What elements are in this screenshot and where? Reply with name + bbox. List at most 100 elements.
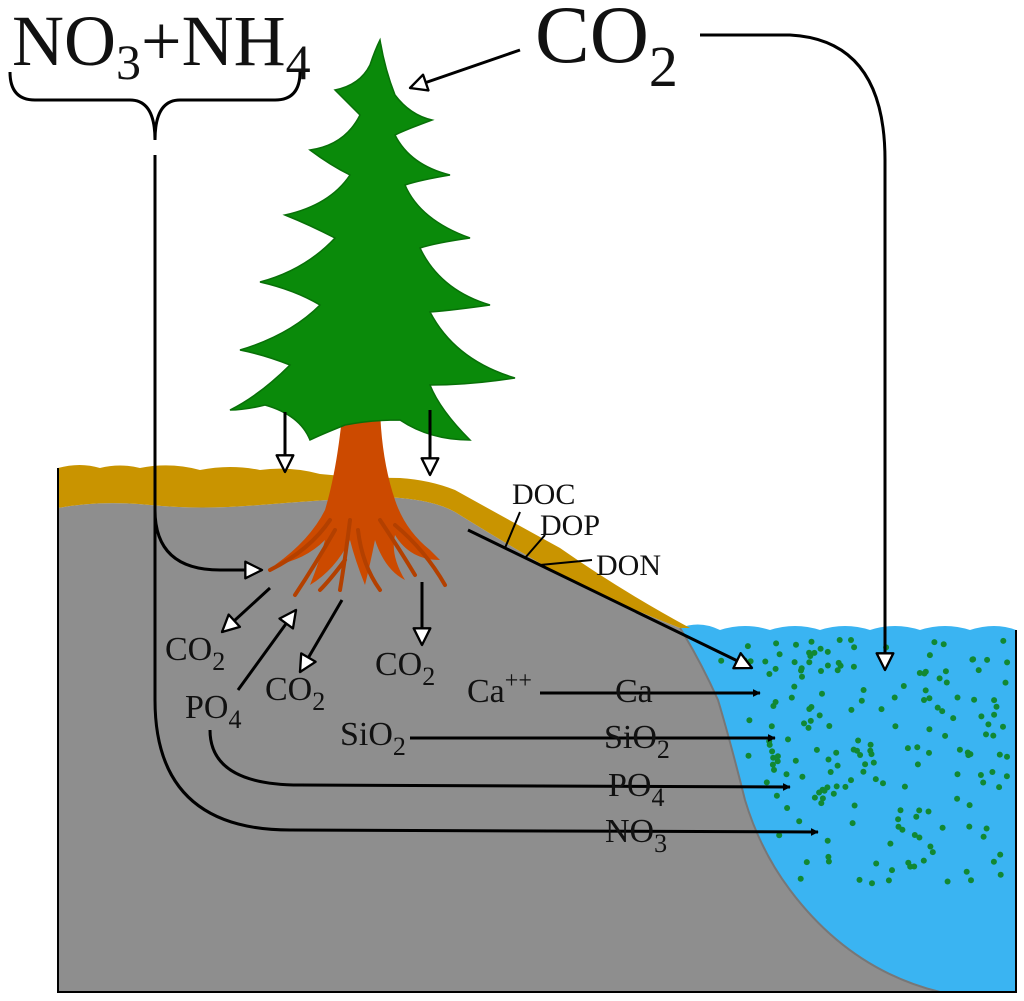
root-co2-label-3: CO2 <box>375 646 435 691</box>
soil-water-boundary <box>679 627 941 993</box>
water-particle <box>897 807 904 814</box>
lake-water <box>680 624 1016 992</box>
water-particle <box>1002 679 1009 686</box>
tree-trunk <box>275 380 440 585</box>
po4-outflow-arrow <box>208 729 791 791</box>
water-particle <box>797 875 804 882</box>
calcium-ion-label: Ca++ <box>467 668 532 710</box>
water-particle <box>942 732 949 739</box>
water-particle <box>806 649 813 656</box>
calcium-label: Ca <box>615 673 653 710</box>
water-particle <box>774 753 781 760</box>
water-particle <box>997 871 1004 878</box>
water-particle <box>940 641 947 648</box>
water-particle <box>900 683 907 689</box>
diagram-frame <box>57 468 1017 993</box>
water-particle <box>936 675 943 682</box>
sio2-source-label: SiO2 <box>340 716 406 761</box>
water-particle <box>801 720 807 727</box>
water-particles <box>718 637 1011 887</box>
co2-uptake-arrow <box>408 48 521 92</box>
don-label: DON <box>596 549 661 582</box>
water-particle <box>827 769 834 775</box>
water-particle <box>851 644 858 651</box>
water-particle <box>770 754 777 761</box>
water-particle <box>880 780 886 787</box>
water-particle <box>878 706 885 713</box>
water-particle <box>825 858 832 865</box>
water-particle <box>966 823 973 830</box>
water-particle <box>984 656 991 663</box>
water-particle <box>914 761 921 768</box>
water-particle <box>911 832 918 838</box>
water-particle <box>939 708 946 715</box>
water-particle <box>747 658 754 665</box>
water-particle <box>826 723 833 729</box>
water-particle <box>904 745 911 752</box>
water-particle <box>895 816 902 823</box>
water-particle <box>848 637 854 643</box>
water-particle <box>922 687 929 694</box>
po4-uptake-label: PO4 <box>185 689 241 734</box>
don-leader <box>539 559 593 566</box>
water-particle <box>766 671 773 677</box>
water-particle <box>1004 753 1010 760</box>
water-particle <box>977 772 984 778</box>
water-particle <box>772 699 779 705</box>
water-particle <box>796 818 803 825</box>
water-particle <box>773 640 780 647</box>
water-particle <box>806 659 813 666</box>
water-particle <box>990 732 997 739</box>
water-particle <box>834 762 841 769</box>
water-particle <box>978 713 985 720</box>
water-particle <box>996 784 1003 791</box>
water-particle <box>744 643 751 650</box>
water-particle <box>836 637 843 643</box>
water-particle <box>914 744 921 751</box>
water-particle <box>1004 659 1011 666</box>
water-particle <box>849 820 856 827</box>
water-particle <box>990 858 997 865</box>
water-particle <box>811 794 818 801</box>
root-co2-label-1: CO2 <box>165 631 225 676</box>
water-particle <box>788 694 795 701</box>
water-particle <box>791 683 798 690</box>
water-particle <box>766 741 773 748</box>
water-particle <box>889 867 895 874</box>
water-particle <box>773 792 780 799</box>
water-particle <box>916 807 923 814</box>
water-particle <box>824 837 831 844</box>
water-particle <box>929 849 936 856</box>
root-co2-arrow-2 <box>298 599 344 674</box>
water-particle <box>954 694 961 701</box>
doc-leader <box>504 511 521 549</box>
water-particle <box>905 859 912 866</box>
root-co2-label-2: CO2 <box>265 671 325 716</box>
water-particle <box>926 695 933 702</box>
water-particle <box>965 752 972 759</box>
water-particle <box>784 805 791 811</box>
water-particle <box>911 863 918 870</box>
water-particle <box>980 779 987 786</box>
water-particle <box>926 652 933 659</box>
water-particle <box>872 776 879 783</box>
water-particle <box>763 779 770 786</box>
water-particle <box>806 706 813 712</box>
water-particle <box>954 771 961 778</box>
water-particle <box>954 795 961 802</box>
water-particle <box>867 747 874 754</box>
dop-label: DOP <box>540 509 600 542</box>
dop-leader <box>524 534 546 559</box>
water-particle <box>993 703 1000 710</box>
water-particle <box>989 769 996 775</box>
water-particle <box>921 670 928 677</box>
litter-layer <box>58 465 690 628</box>
water-particle <box>848 777 854 784</box>
water-particle <box>824 662 831 669</box>
water-particle <box>848 706 855 713</box>
water-particle <box>857 752 864 758</box>
water-particle <box>807 717 814 724</box>
water-particle <box>934 704 941 711</box>
water-particle <box>805 724 812 731</box>
